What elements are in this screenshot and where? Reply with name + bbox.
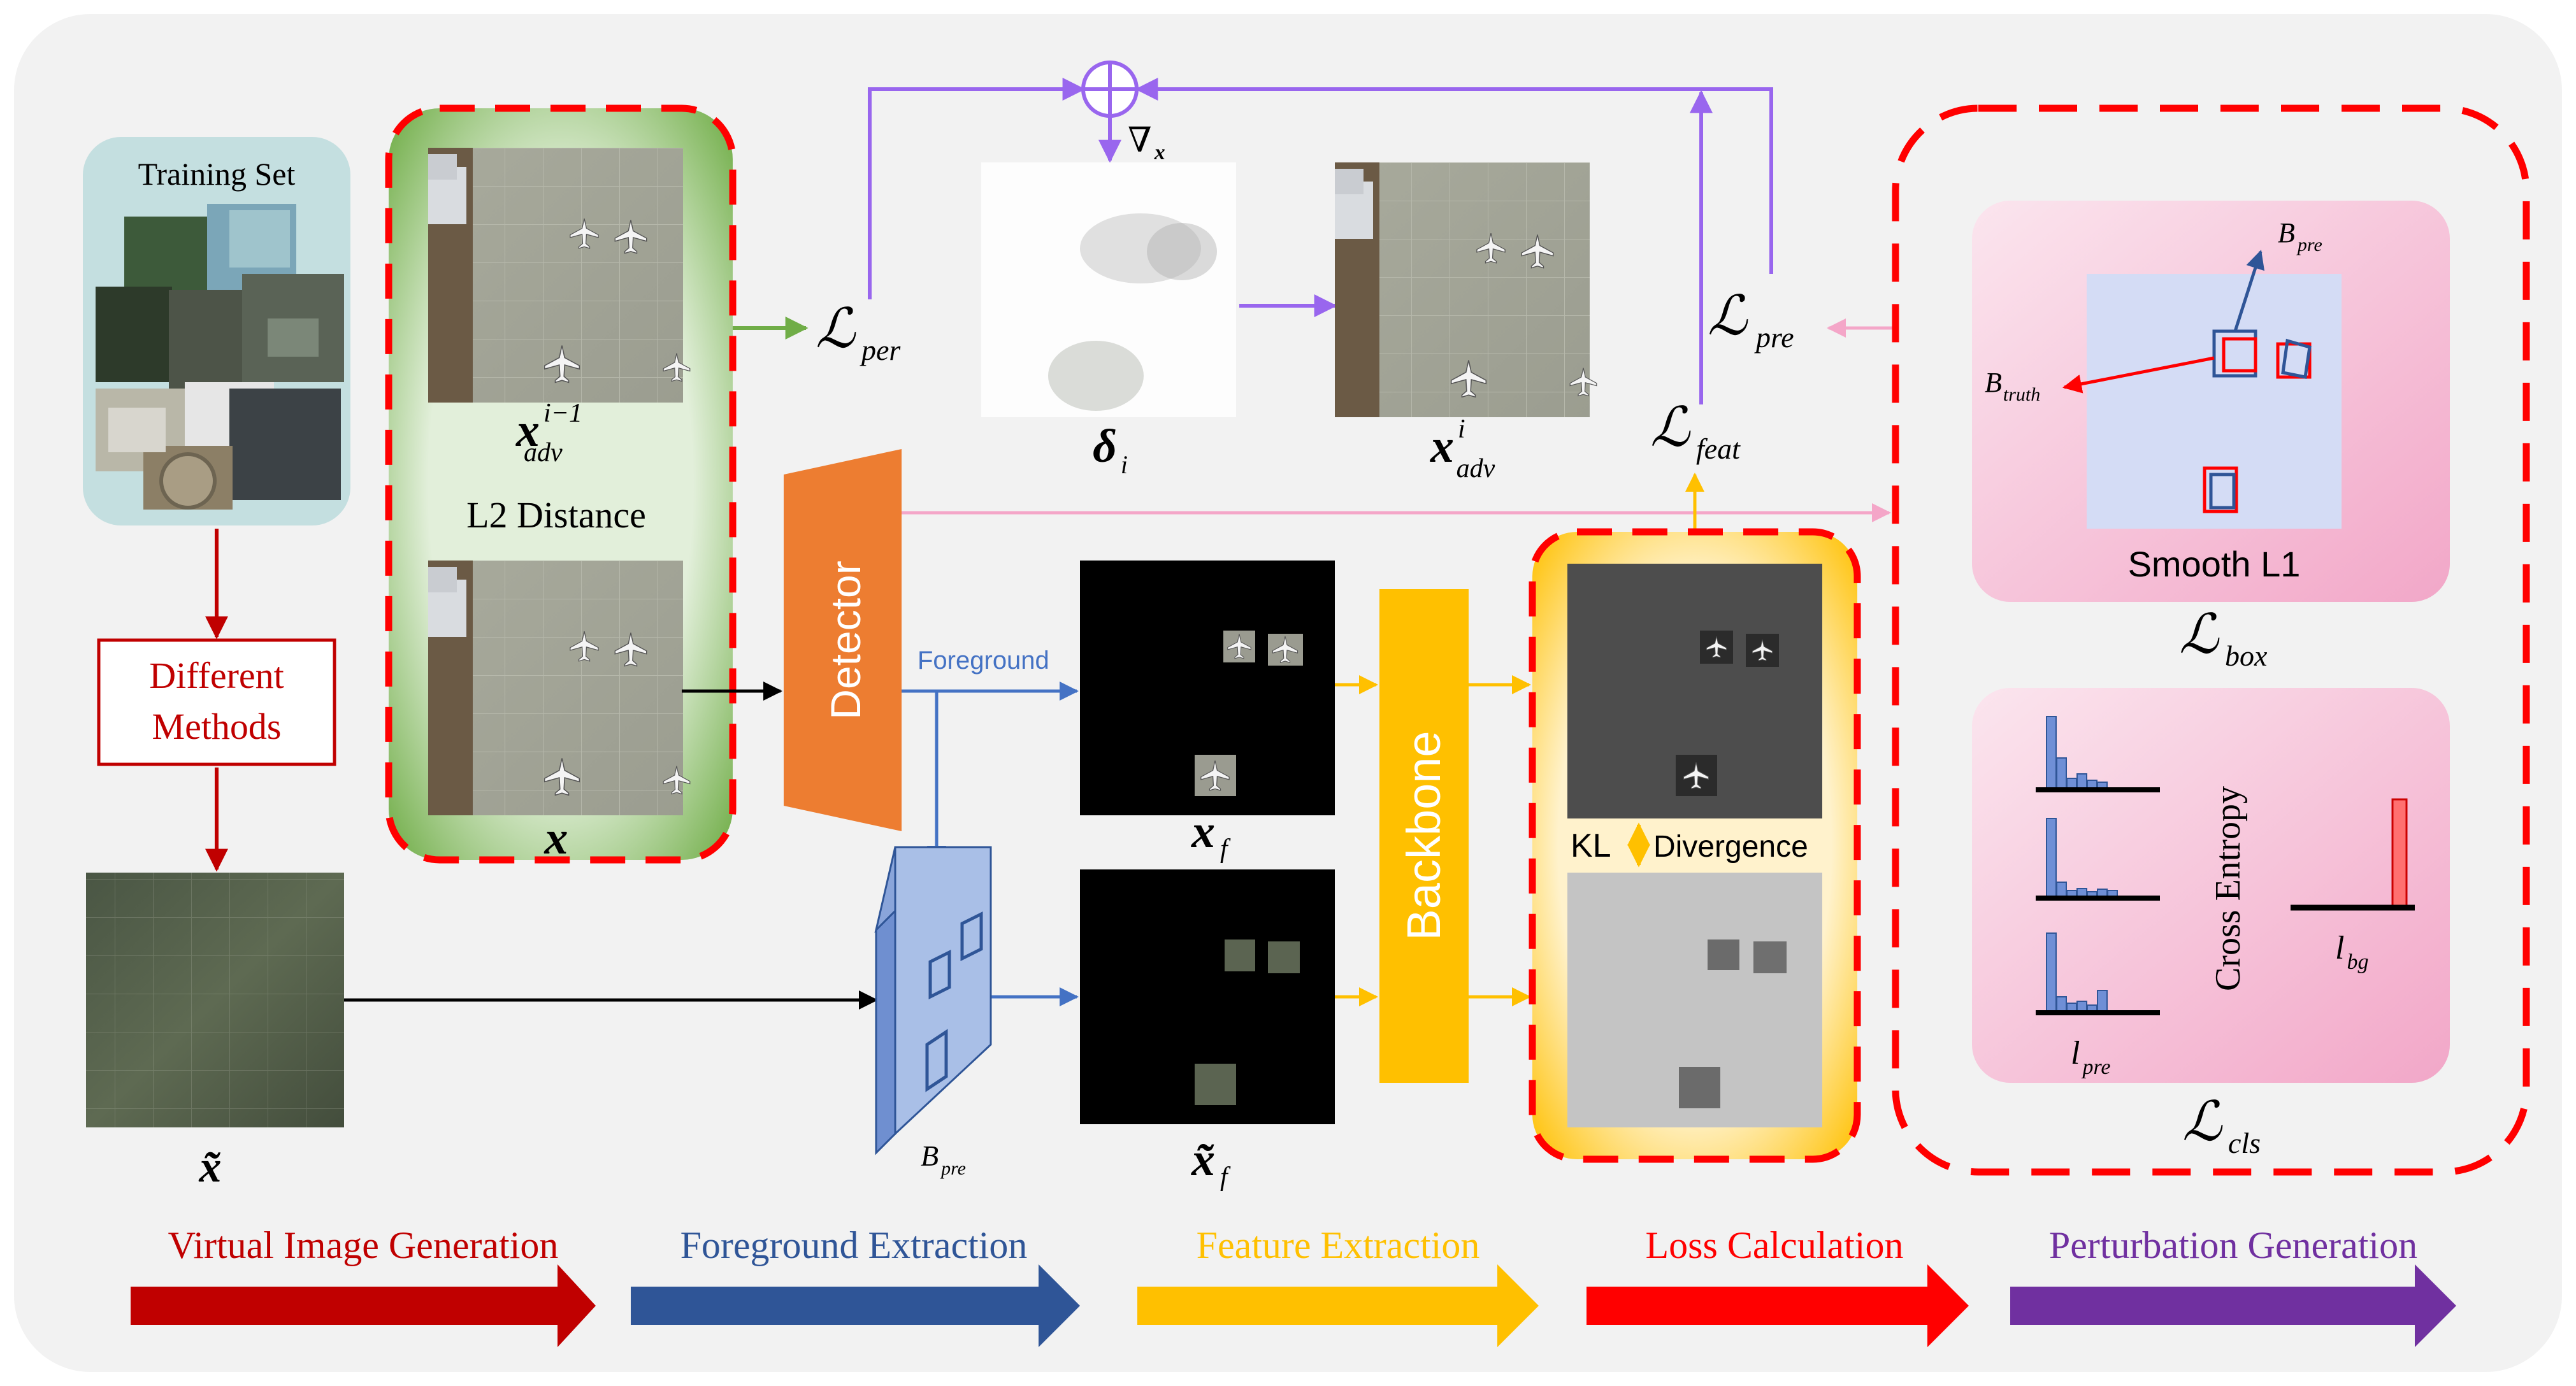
stage-label-0: Virtual Image Generation bbox=[168, 1224, 559, 1266]
x-adv-i-sub: adv bbox=[1457, 454, 1495, 483]
lbg-bar bbox=[2391, 798, 2408, 909]
bpre-box-base: B bbox=[2278, 217, 2295, 248]
yellow-arrows bbox=[1335, 473, 1704, 1006]
stage-loss-calculation: Loss Calculation bbox=[1587, 1224, 1969, 1347]
different-methods-line1: Different bbox=[149, 655, 284, 696]
x-adv-i-sup: i bbox=[1458, 415, 1465, 444]
delta-sub: i bbox=[1121, 450, 1128, 479]
loss-pre-sub: pre bbox=[1754, 321, 1794, 354]
loss-box-base: ℒ bbox=[2179, 604, 2220, 665]
loss-per-base: ℒ bbox=[816, 298, 856, 359]
nabla-label: ∇x bbox=[1128, 121, 1165, 164]
nabla-symbol: ∇ bbox=[1128, 121, 1152, 159]
delta-base: δ bbox=[1093, 420, 1117, 473]
different-methods-box: Different Methods bbox=[97, 638, 336, 766]
x-tilde-f-image bbox=[1080, 869, 1335, 1124]
x-clean-label: x bbox=[544, 812, 568, 864]
x-adv-prev-image bbox=[428, 148, 690, 403]
lpre-base: l bbox=[2071, 1035, 2080, 1071]
pink-arrows bbox=[902, 318, 1892, 522]
x-tilde-f-base: x̃ bbox=[1191, 1134, 1215, 1186]
loss-per-sub: per bbox=[860, 334, 901, 366]
bpre-detector-base: B bbox=[921, 1140, 939, 1172]
x-adv-prev-base: x bbox=[515, 404, 540, 457]
lpre-sub: pre bbox=[2081, 1055, 2110, 1079]
x-adv-i-image bbox=[1335, 162, 1597, 417]
virtual-image bbox=[86, 873, 344, 1127]
stage-label-2: Feature Extraction bbox=[1197, 1224, 1480, 1266]
stage-label-3: Loss Calculation bbox=[1646, 1224, 1904, 1266]
detector-label: Detector bbox=[822, 561, 869, 719]
stage-label-4: Perturbation Generation bbox=[2049, 1224, 2417, 1266]
feature-map-virtual bbox=[1567, 873, 1822, 1127]
loss-feat-sub: feat bbox=[1696, 432, 1741, 465]
x-adv-prev-sup: i−1 bbox=[543, 399, 582, 428]
gradient-loop bbox=[868, 78, 1773, 404]
stage-feature-extraction: Feature Extraction bbox=[1137, 1224, 1539, 1347]
stage-foreground-extraction: Foreground Extraction bbox=[631, 1224, 1080, 1347]
btruth-label: Btruth bbox=[1985, 367, 2040, 405]
stage-label-1: Foreground Extraction bbox=[680, 1224, 1028, 1266]
loss-panel bbox=[1892, 104, 2530, 1176]
x-adv-prev-sub: adv bbox=[524, 438, 563, 468]
bpre-box bbox=[874, 846, 992, 1155]
smooth-l1-label: Smooth L1 bbox=[2128, 544, 2301, 584]
cross-entropy-label: Cross Entropy bbox=[2208, 786, 2248, 991]
loss-cls-sub: cls bbox=[2228, 1127, 2261, 1159]
loss-cls-base: ℒ bbox=[2182, 1091, 2223, 1152]
loss-feat-base: ℒ bbox=[1650, 397, 1691, 458]
stage-legend: Virtual Image Generation Foreground Extr… bbox=[131, 1224, 2456, 1347]
btruth-sub: truth bbox=[2003, 384, 2040, 405]
sum-operator bbox=[1081, 61, 1139, 118]
training-set-label: Training Set bbox=[138, 156, 296, 192]
x-f-image bbox=[1080, 561, 1335, 815]
loss-pre-base: ℒ bbox=[1708, 285, 1748, 346]
detector: Detector bbox=[784, 449, 902, 831]
perturbation-image bbox=[981, 162, 1236, 417]
x-adv-i-base: x bbox=[1430, 420, 1454, 473]
x-f-base: x bbox=[1191, 806, 1215, 858]
different-methods-line2: Methods bbox=[152, 706, 282, 747]
bpre-detector-sub: pre bbox=[940, 1158, 966, 1179]
kl-divergence-row: KL Divergence bbox=[1571, 822, 1808, 868]
bpre-box-sub: pre bbox=[2296, 234, 2322, 255]
lbg-base: l bbox=[2335, 930, 2344, 966]
foreground-arrows bbox=[902, 682, 1079, 1006]
x-tilde-label: x̃ bbox=[199, 1143, 222, 1192]
divergence-label: Divergence bbox=[1653, 830, 1808, 864]
training-set-collage bbox=[96, 204, 344, 510]
btruth-base: B bbox=[1985, 367, 2002, 398]
stage-perturbation-generation: Perturbation Generation bbox=[2010, 1224, 2456, 1347]
backbone: Backbone bbox=[1379, 589, 1469, 1083]
lbg-sub: bg bbox=[2347, 950, 2368, 974]
backbone-label: Backbone bbox=[1397, 731, 1450, 940]
stage-virtual-image-generation: Virtual Image Generation bbox=[131, 1224, 596, 1347]
nabla-subscript: x bbox=[1154, 141, 1165, 164]
foreground-label: Foreground bbox=[917, 647, 1049, 675]
kl-label: KL bbox=[1571, 827, 1611, 864]
feature-map-adv bbox=[1567, 564, 1822, 818]
x-clean-image bbox=[428, 561, 690, 815]
l2-distance-label: L2 Distance bbox=[466, 494, 646, 536]
loss-box-sub: box bbox=[2225, 639, 2268, 672]
training-set: Training Set bbox=[83, 137, 350, 525]
